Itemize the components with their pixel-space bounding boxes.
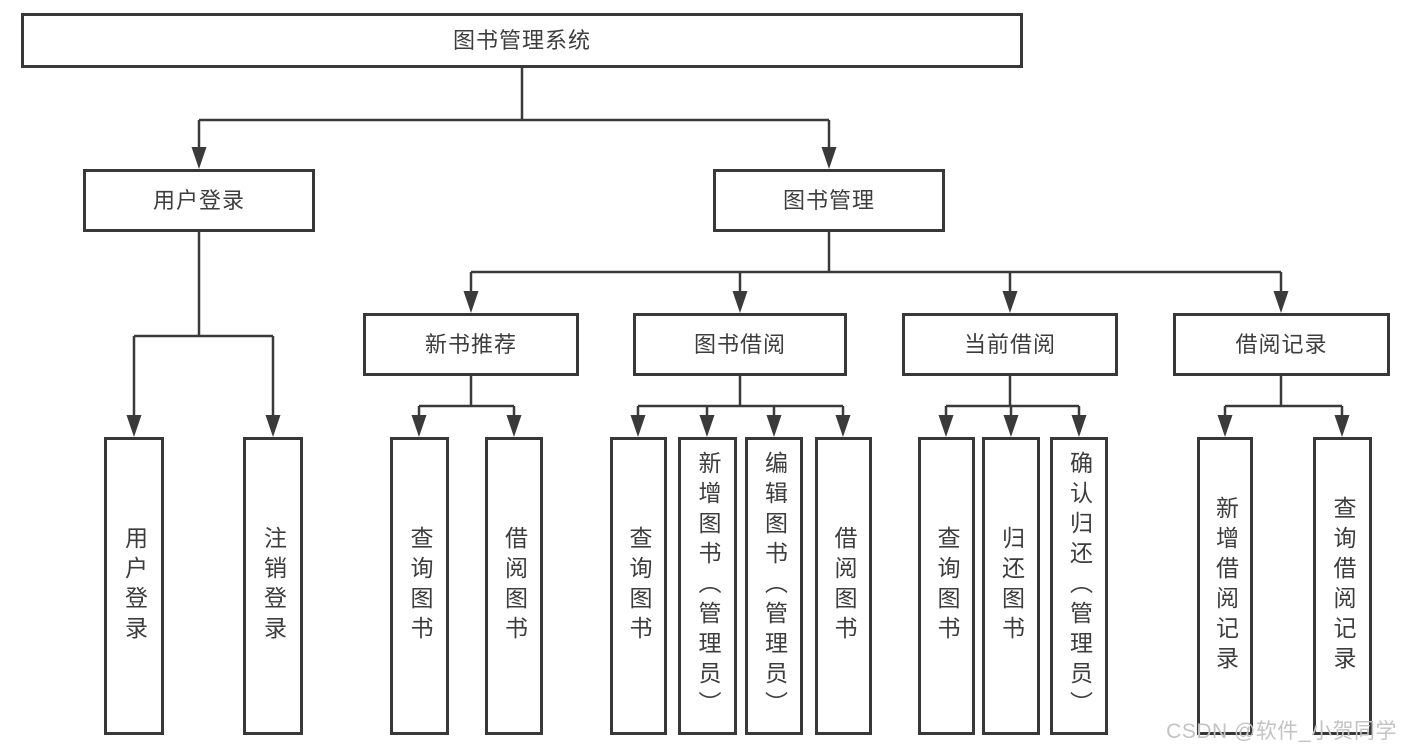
node-new-book-recommend-label: 新书推荐: [424, 331, 517, 357]
leaf-borrow-books-1-label: 借阅图书: [501, 526, 528, 646]
leaf-edit-books-admin-label: 编辑图书（管理员）: [761, 451, 788, 721]
leaf-borrow-books-2-label: 借阅图书: [831, 526, 857, 646]
leaf-user-login: 用户登录: [104, 437, 164, 735]
node-current-borrowing-label: 当前借阅: [963, 331, 1056, 357]
leaf-return-books-label: 归还图书: [998, 526, 1025, 646]
leaf-confirm-return-admin: 确认归还（管理员）: [1050, 437, 1108, 735]
leaf-query-borrow-record: 查询借阅记录: [1313, 437, 1372, 735]
node-new-book-recommend: 新书推荐: [363, 313, 579, 376]
leaf-query-borrow-record-label: 查询借阅记录: [1330, 496, 1356, 676]
leaf-query-books-1: 查询图书: [390, 437, 449, 735]
node-borrowing-records-label: 借阅记录: [1235, 331, 1328, 357]
leaf-add-borrow-record-label: 新增借阅记录: [1212, 496, 1239, 676]
node-current-borrowing: 当前借阅: [902, 313, 1118, 376]
node-book-borrowing: 图书借阅: [633, 313, 847, 376]
csdn-watermark: CSDN @软件_小贺同学: [1166, 720, 1397, 743]
node-root: 图书管理系统: [21, 13, 1023, 68]
leaf-borrow-books-2: 借阅图书: [815, 437, 872, 735]
node-book-management: 图书管理: [713, 169, 945, 232]
node-book-borrowing-label: 图书借阅: [693, 331, 786, 357]
leaf-query-books-1-label: 查询图书: [407, 526, 433, 646]
leaf-return-books: 归还图书: [982, 437, 1040, 735]
leaf-logout-label: 注销登录: [260, 526, 287, 646]
leaf-edit-books-admin: 编辑图书（管理员）: [745, 437, 803, 735]
leaf-add-borrow-record: 新增借阅记录: [1197, 437, 1253, 735]
leaf-add-books-admin-label: 新增图书（管理员）: [695, 451, 721, 721]
node-book-management-label: 图书管理: [782, 187, 875, 213]
node-user-login-label: 用户登录: [152, 187, 245, 213]
leaf-borrow-books-1: 借阅图书: [485, 437, 543, 735]
leaf-query-books-2-label: 查询图书: [626, 526, 652, 646]
leaf-confirm-return-admin-label: 确认归还（管理员）: [1066, 451, 1093, 721]
leaf-logout: 注销登录: [243, 437, 303, 735]
leaf-query-books-3-label: 查询图书: [934, 526, 960, 646]
node-user-login: 用户登录: [83, 169, 315, 232]
leaf-add-books-admin: 新增图书（管理员）: [678, 437, 737, 735]
node-root-label: 图书管理系统: [452, 27, 591, 53]
leaf-user-login-label: 用户登录: [121, 526, 148, 646]
leaf-query-books-2: 查询图书: [610, 437, 667, 735]
leaf-query-books-3: 查询图书: [918, 437, 975, 735]
node-borrowing-records: 借阅记录: [1173, 313, 1390, 376]
